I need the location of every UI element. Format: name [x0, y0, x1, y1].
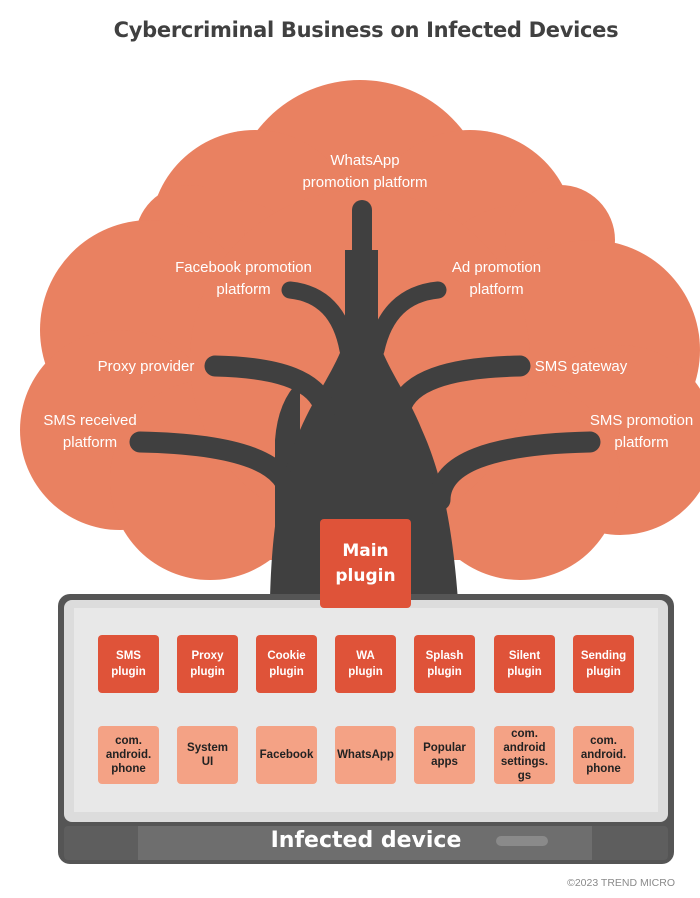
- plugin-cookie: Cookie plugin: [256, 635, 317, 693]
- branch-smspromotion-label: SMS promotion platform: [583, 410, 700, 454]
- app-7-line2: android.: [580, 749, 627, 761]
- tree-branches: [129, 200, 601, 511]
- app-7-line1: com.: [590, 735, 617, 747]
- app-com-android-phone-2: com. android. phone: [573, 726, 634, 784]
- diagram-title: Cybercriminal Business on Infected Devic…: [113, 18, 619, 42]
- copyright-text: ©2023 TREND MICRO: [567, 877, 675, 889]
- app-com-android-phone-1: com. android. phone: [98, 726, 159, 784]
- branch-whatsapp-label: WhatsApp promotion platform: [290, 150, 440, 194]
- plugin-wa-line2: plugin: [348, 666, 383, 678]
- app-1-line2: android.: [105, 749, 152, 761]
- app-6-line3: settings.: [500, 756, 549, 768]
- app-whatsapp: WhatsApp: [335, 726, 396, 784]
- plugin-silent-line1: Silent: [508, 650, 541, 662]
- branch-whatsapp-line1: WhatsApp: [330, 152, 400, 169]
- app-2-line1: System: [187, 742, 228, 754]
- plugin-sms-line1: SMS: [116, 650, 141, 662]
- plugin-sms-line2: plugin: [111, 666, 146, 678]
- plugin-splash: Splash plugin: [414, 635, 475, 693]
- plugin-silent: Silent plugin: [494, 635, 555, 693]
- plugin-silent-line2: plugin: [507, 666, 542, 678]
- plugin-proxy-line2: plugin: [190, 666, 225, 678]
- plugin-splash-line2: plugin: [427, 666, 462, 678]
- app-popular-apps: Popular apps: [414, 726, 475, 784]
- app-1-line3: phone: [111, 763, 146, 775]
- home-button: [496, 836, 548, 846]
- plugin-proxy-line1: Proxy: [191, 650, 224, 662]
- plugin-wa-line1: WA: [356, 650, 375, 662]
- app-4-line1: WhatsApp: [337, 749, 394, 761]
- branch-gateway-line1: SMS gateway: [534, 358, 628, 375]
- branch-facebook-label: Facebook promotion platform: [162, 257, 325, 301]
- branch-whatsapp-line2: promotion platform: [302, 174, 428, 191]
- app-facebook: Facebook: [256, 726, 317, 784]
- branch-facebook-line2: platform: [216, 281, 271, 298]
- app-1-line1: com.: [115, 735, 142, 747]
- branch-ad-line1: Ad promotion: [451, 259, 542, 276]
- plugin-sending-line1: Sending: [580, 650, 627, 662]
- branch-smsreceived-line2: platform: [62, 434, 118, 451]
- app-5-line1: Popular: [423, 742, 466, 754]
- main-plugin-line2: plugin: [335, 565, 396, 586]
- app-3-line1: Facebook: [259, 749, 314, 761]
- plugin-sending-line2: plugin: [586, 666, 621, 678]
- branch-smspromotion-line2: platform: [614, 434, 669, 451]
- branch-smspromotion-line1: SMS promotion: [589, 412, 694, 429]
- branch-smsreceived-label: SMS received platform: [34, 410, 146, 454]
- plugin-cookie-line2: plugin: [269, 666, 304, 678]
- plugin-proxy: Proxy plugin: [177, 635, 238, 693]
- branch-proxy-label: Proxy provider: [88, 356, 204, 378]
- app-7-line3: phone: [586, 763, 621, 775]
- plugin-cookie-line1: Cookie: [267, 650, 306, 662]
- branch-proxy-line1: Proxy provider: [97, 358, 195, 375]
- plugin-wa: WA plugin: [335, 635, 396, 693]
- plugin-sending: Sending plugin: [573, 635, 634, 693]
- plugin-splash-line1: Splash: [425, 650, 464, 662]
- infected-device-label: Infected device: [270, 828, 462, 853]
- app-com-android-settings: com. android settings. gs: [494, 726, 555, 784]
- branch-facebook-line1: Facebook promotion: [175, 259, 312, 276]
- app-6-line4: gs: [517, 770, 532, 782]
- app-2-line2: UI: [201, 756, 214, 768]
- branch-ad-label: Ad promotion platform: [440, 257, 553, 301]
- branch-gateway-label: SMS gateway: [528, 356, 634, 378]
- app-6-line2: android: [503, 742, 546, 754]
- plugin-sms: SMS plugin: [98, 635, 159, 693]
- app-5-line2: apps: [431, 756, 458, 768]
- branch-smsreceived-line1: SMS received: [43, 412, 137, 429]
- main-plugin-box: Main plugin: [320, 519, 411, 608]
- app-6-line1: com.: [511, 728, 538, 740]
- branch-ad-line2: platform: [469, 281, 524, 298]
- main-plugin-line1: Main: [342, 540, 389, 561]
